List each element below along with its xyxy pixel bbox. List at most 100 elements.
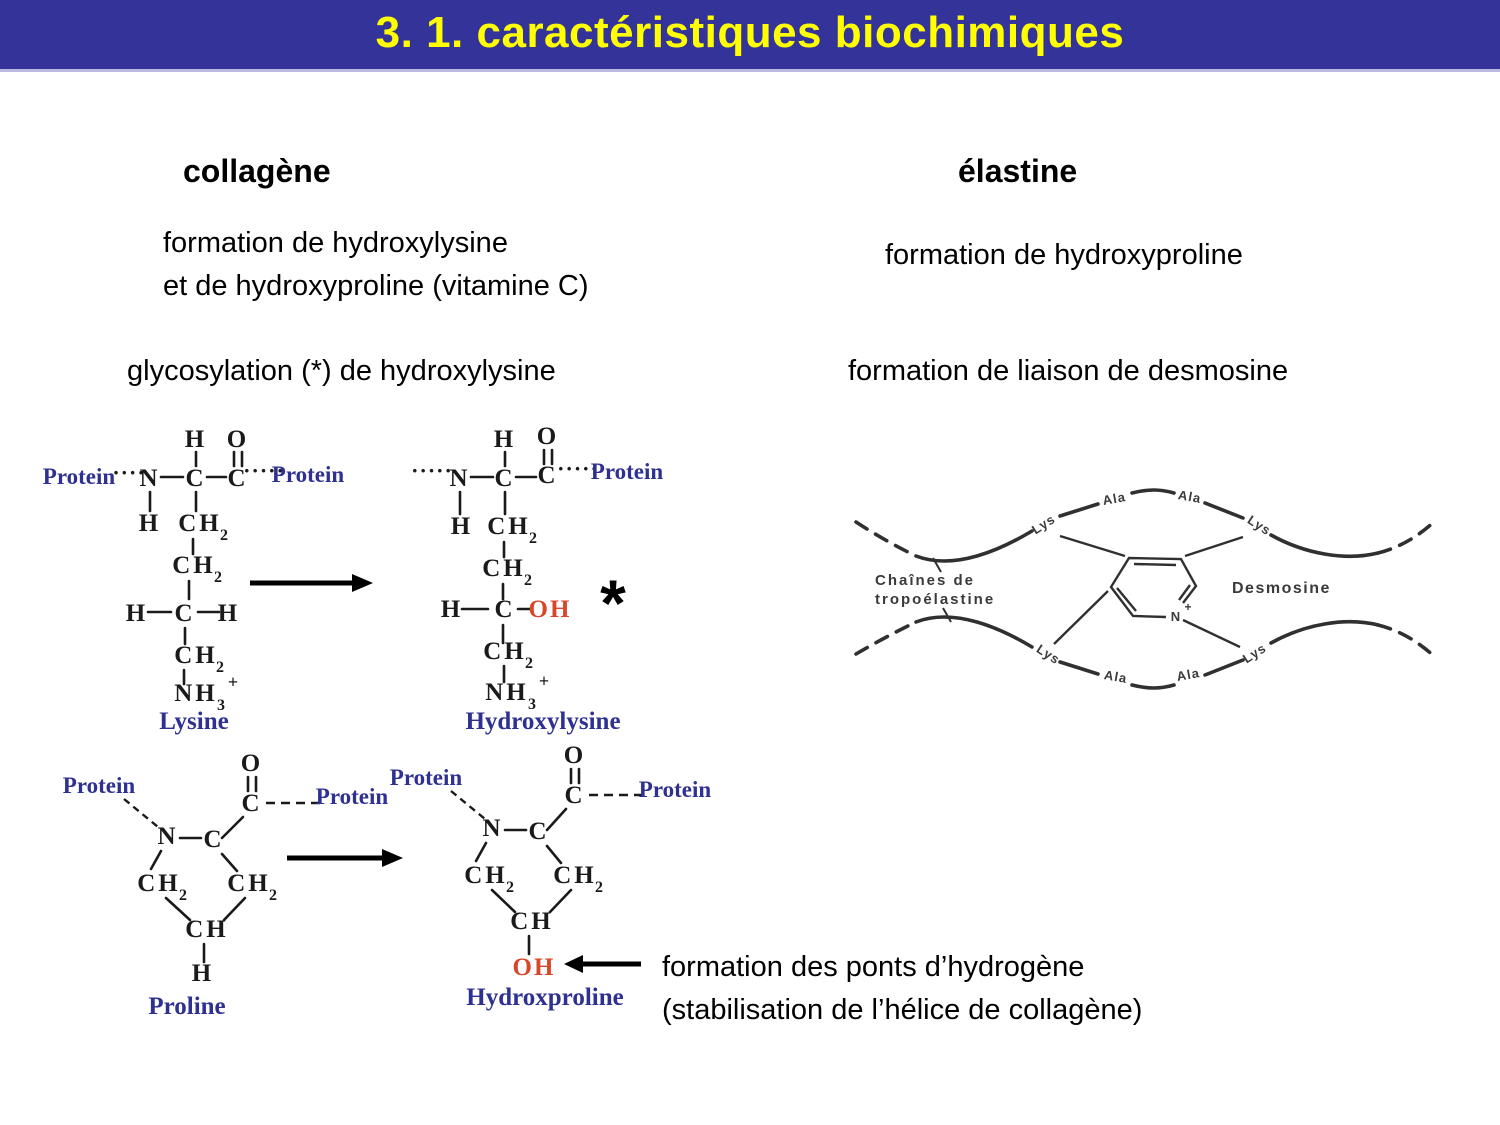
desmosine-label: Desmosine xyxy=(1232,580,1331,597)
hydroxyproline-label: CH xyxy=(464,862,508,889)
hydroxyproline-label: O xyxy=(564,742,586,769)
lysine-label: 2 xyxy=(220,527,228,544)
lysine-label: CH xyxy=(172,552,216,579)
collagen-glycosylation-text: glycosylation (*) de hydroxylysine xyxy=(127,355,556,387)
lysine-label: H xyxy=(185,426,207,453)
lysine-label: ···· xyxy=(112,460,145,485)
elastin-heading: élastine xyxy=(958,153,1078,189)
collagen-heading: collagène xyxy=(183,153,331,189)
lysine-label: Protein xyxy=(43,464,116,489)
hydroxyproline-label: Protein xyxy=(639,777,712,802)
hydroxyproline-label: CH xyxy=(553,862,597,889)
hydroxylysine-label: C xyxy=(494,465,515,492)
hydroxylysine-label: * xyxy=(600,566,626,640)
hydroxylysine-label: 2 xyxy=(525,655,533,672)
header-bar: 3. 1. caractéristiques biochimiques xyxy=(0,0,1500,72)
hydroxylysine-label: CH xyxy=(483,638,527,665)
proline-label: CH xyxy=(185,916,229,943)
lysine-label: CH xyxy=(174,642,218,669)
elastin-hydroxyproline-text: formation de hydroxyproline xyxy=(885,239,1243,271)
desmosine-label: Ala xyxy=(1175,665,1200,684)
proline-label: C xyxy=(203,826,224,853)
lysine-label: C xyxy=(227,465,248,492)
elastin-desmosine-text: formation de liaison de desmosine xyxy=(848,355,1289,387)
proline-label: CH xyxy=(137,870,181,897)
hydroxyproline-label: C xyxy=(528,818,549,845)
desmosine-label: Ala xyxy=(1103,667,1128,686)
desmosine-label: tropoélastine xyxy=(875,591,995,608)
proline-label: Protein xyxy=(63,773,136,798)
hydroxyproline-label: OH xyxy=(513,954,556,981)
collagen-hydroxylation-text: formation de hydroxylysine et de hydroxy… xyxy=(163,227,589,302)
hydroxyproline-label: 2 xyxy=(506,879,514,896)
desmosine-label: Lys xyxy=(1240,640,1269,666)
lysine-label: O xyxy=(227,426,249,453)
lysine-label: C xyxy=(185,465,206,492)
lysine-label: C xyxy=(174,600,195,627)
hydroxyproline-label: Protein xyxy=(390,765,463,790)
hydroxylysine-label: CH xyxy=(487,513,531,540)
lysine-label: + xyxy=(228,672,238,692)
proline-label: H xyxy=(192,960,214,987)
lysine-label: N xyxy=(139,465,160,492)
desmosine-label: Ala xyxy=(1101,489,1126,508)
proline-label: C xyxy=(241,790,262,817)
desmosine-label: Lys xyxy=(1029,511,1058,537)
hydroxylysine-label: C xyxy=(494,596,515,623)
lysine-label: ····· xyxy=(243,458,285,483)
hydroxylysine-label: ····· xyxy=(411,458,453,483)
desmosine-label: N xyxy=(1171,609,1181,624)
proline-label: O xyxy=(241,750,263,777)
hydroxylysine-label: O xyxy=(537,423,559,450)
hydroxylysine-label: ····· xyxy=(557,456,599,481)
lysine-label: 3 xyxy=(217,697,225,714)
desmosine-label: Ala xyxy=(1177,487,1202,506)
reaction-arrow-proline xyxy=(287,849,403,867)
proline-label: 2 xyxy=(179,887,187,904)
lysine-label: 2 xyxy=(214,569,222,586)
lysine-label: 2 xyxy=(216,659,224,676)
hydroxylysine-label: + xyxy=(539,671,549,691)
hydroxyl-pointer-arrow xyxy=(564,955,641,973)
hydroxyproline-label: 2 xyxy=(595,879,603,896)
proline-label: 2 xyxy=(269,887,277,904)
hydroxylysine-label: H xyxy=(494,426,516,453)
hydroxylysine-label: NH xyxy=(485,679,529,706)
hydroxylysine-label: 2 xyxy=(529,530,537,547)
lysine-label: CH xyxy=(178,510,222,537)
hydroxylysine-label: CH xyxy=(482,555,526,582)
proline-label: Protein xyxy=(316,784,389,809)
hydroxyproline-label: C xyxy=(564,782,585,809)
hydroxyproline-label: N xyxy=(482,815,503,842)
desmosine-label: + xyxy=(1184,600,1191,614)
reaction-arrow-lysine xyxy=(250,574,373,592)
desmosine-label: Lys xyxy=(1034,641,1063,667)
hydroxylysine-label: C xyxy=(537,462,558,489)
lysine-label: NH xyxy=(174,680,218,707)
hydroxylysine-label: 3 xyxy=(528,696,536,713)
lysine-label: H xyxy=(126,600,148,627)
proline-label: CH xyxy=(227,870,271,897)
hydroxylysine-label: OH xyxy=(529,596,572,623)
hydrogen-bond-note: formation des ponts d’hydrogène (stabili… xyxy=(662,951,1143,1026)
hydroxylysine-label: 2 xyxy=(524,572,532,589)
lysine-label: H xyxy=(218,600,240,627)
proline-label: Proline xyxy=(148,993,225,1020)
hydroxylysine-label: Protein xyxy=(591,459,664,484)
lysine-label: H xyxy=(139,510,161,537)
lysine-label: Protein xyxy=(272,462,345,487)
desmosine-label: Chaînes de xyxy=(875,572,975,589)
hydroxylysine-label: Hydroxylysine xyxy=(465,708,620,735)
lysine-label: Lysine xyxy=(159,708,228,735)
proline-label: N xyxy=(157,823,178,850)
hydroxyproline-label: Hydroxproline xyxy=(466,984,623,1011)
slide-title: 3. 1. caractéristiques biochimiques xyxy=(375,8,1125,57)
hydroxylysine-label: H xyxy=(451,513,473,540)
hydroxylysine-label: N xyxy=(449,465,470,492)
